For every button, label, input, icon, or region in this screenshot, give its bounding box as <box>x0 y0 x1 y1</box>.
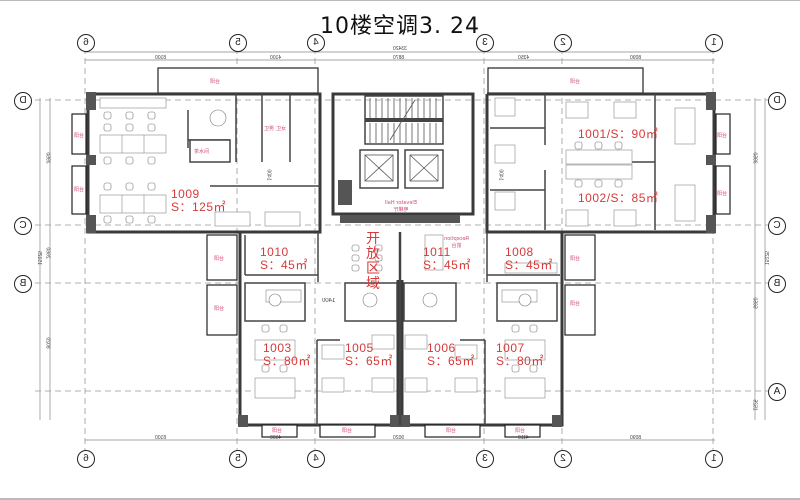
dim-right-seg-2: 5650 <box>751 297 758 309</box>
axis-col-2-top: 2 <box>554 34 572 52</box>
restroom-female-label: 卫女 <box>276 126 287 132</box>
axis-col-2-bottom: 2 <box>554 450 572 468</box>
axis-col-3-top: 3 <box>476 34 494 52</box>
dim-right-seg-3: 1525 <box>751 399 758 411</box>
balcony-label: 阳台 <box>717 133 728 139</box>
balcony-label: 阳台 <box>570 79 581 85</box>
axis-col-5-bottom: 5 <box>229 450 247 468</box>
balcony-label: 阳台 <box>74 133 85 139</box>
dim-top-seg-4: 8090 <box>630 55 642 61</box>
axis-row-C-right: C <box>768 217 786 235</box>
dim-left-seg-3: 8020 <box>44 337 51 349</box>
dim-left-seg-1: 3950 <box>44 152 51 164</box>
axis-row-B-right: B <box>768 275 786 293</box>
room-1005-label[interactable]: 1005 S：65㎡ <box>345 341 393 368</box>
axis-col-4-bottom: 4 <box>307 450 325 468</box>
room-1008-label[interactable]: 1008 S：45㎡ <box>505 245 553 272</box>
dim-right-total: 15125 <box>762 251 769 265</box>
dim-corridor: 1400 <box>322 298 336 304</box>
balcony-label: 阳台 <box>272 428 283 434</box>
room-1011-label[interactable]: 1011 S：45㎡ <box>423 245 471 272</box>
balcony-label: 阳台 <box>446 428 457 434</box>
axis-row-D-left: D <box>14 92 32 110</box>
axis-col-3-bottom: 3 <box>476 450 494 468</box>
axis-row-A-right: A <box>768 383 786 401</box>
dim-bottom-seg-2: 4100 <box>270 435 282 441</box>
axis-col-6-bottom: 6 <box>77 450 95 468</box>
balcony-label: 阳台 <box>342 428 353 434</box>
dim-top-seg-1: 8100 <box>155 55 167 61</box>
balcony-label: 阳台 <box>570 256 581 262</box>
dim-bottom-seg-5: 8090 <box>630 435 642 441</box>
balcony-label: 阳台 <box>214 306 225 312</box>
balcony-label: 阳台 <box>570 301 581 307</box>
balcony-label: 阳台 <box>717 191 728 197</box>
dim-door-left: 1400 <box>265 169 272 181</box>
room-1001-label[interactable]: 1001/S：90㎡ <box>578 127 659 141</box>
dim-bottom-seg-4: 4110 <box>518 435 529 441</box>
room-1010-label[interactable]: 1010 S：45㎡ <box>260 245 308 272</box>
dimension-lines <box>39 51 766 441</box>
restroom-male-label: 卫男 <box>264 126 275 132</box>
room-1006-label[interactable]: 1006 S：65㎡ <box>427 341 475 368</box>
axis-row-D-right: D <box>768 92 786 110</box>
tea-room-label: 茶水间 <box>194 149 210 155</box>
dim-left-seg-2: 2660 <box>44 247 51 259</box>
balcony-label: 阳台 <box>214 256 225 262</box>
dim-top-seg-2: 4100 <box>270 55 282 61</box>
balcony-label: 阳台 <box>515 428 526 434</box>
axis-col-1-bottom: 1 <box>705 450 723 468</box>
balcony-label: 阳台 <box>210 79 221 85</box>
open-area-label: 开放区域 <box>366 231 380 292</box>
axis-col-4-top: 4 <box>307 34 325 52</box>
dim-door-right: 1400 <box>497 169 504 181</box>
dim-top-seg-3: 4350 <box>518 55 530 61</box>
axis-col-5-top: 5 <box>229 34 247 52</box>
axis-col-1-top: 1 <box>705 34 723 52</box>
elevator-hall-label: Elevator Hall 电梯厅 <box>385 200 417 213</box>
dim-top-mid: 8870 <box>393 55 405 61</box>
room-1003-label[interactable]: 1003 S：80㎡ <box>263 341 311 368</box>
axis-row-B-left: B <box>14 275 32 293</box>
drawing-title: 10楼空调3. 24 <box>320 14 480 39</box>
balcony-label: 阳台 <box>74 187 85 193</box>
dim-bottom-seg-1: 8100 <box>155 435 167 441</box>
dim-bottom-seg-3: 9020 <box>393 435 405 441</box>
axis-col-6-top: 6 <box>77 34 95 52</box>
room-1002-label[interactable]: 1002/S：85㎡ <box>578 191 659 205</box>
axis-row-C-left: C <box>14 217 32 235</box>
dim-left-total: 15125 <box>35 251 42 265</box>
room-1009-label[interactable]: 1009 S：125㎡ <box>171 187 227 214</box>
dim-top-total: 33420 <box>393 46 407 52</box>
dim-right-seg-1: 3950 <box>751 152 758 164</box>
room-1007-label[interactable]: 1007 S：80㎡ <box>496 341 544 368</box>
